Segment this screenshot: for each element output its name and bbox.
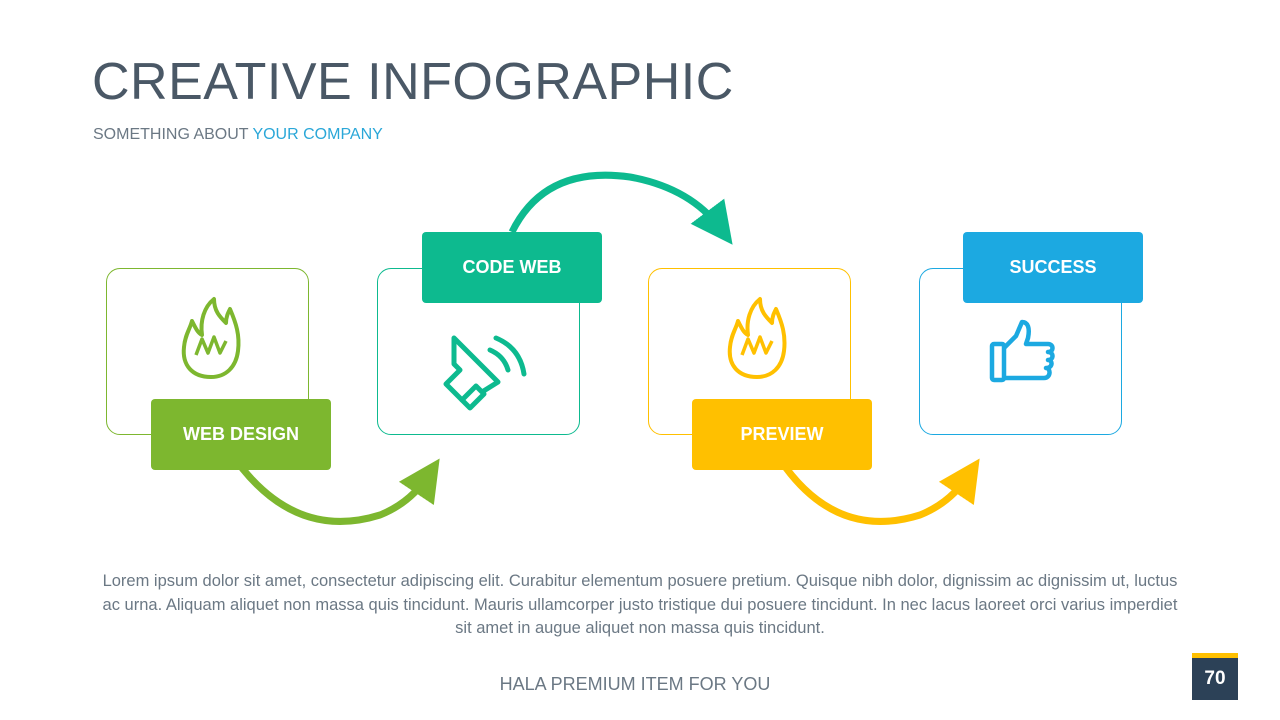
subtitle-highlight: YOUR COMPANY bbox=[252, 126, 383, 143]
page-number: 70 bbox=[1192, 658, 1238, 700]
step-label-web-design: WEB DESIGN bbox=[151, 399, 331, 470]
flame-icon bbox=[181, 297, 241, 379]
step-label-preview: PREVIEW bbox=[692, 399, 872, 470]
arrow-green bbox=[239, 458, 440, 525]
arrow-yellow bbox=[783, 458, 980, 525]
step-label-code-web: CODE WEB bbox=[422, 232, 602, 303]
speaker-icon bbox=[443, 335, 527, 411]
page-number-accent bbox=[1192, 653, 1238, 658]
footer-text: HALA PREMIUM ITEM FOR YOU bbox=[499, 674, 771, 694]
thumbs-up-icon bbox=[989, 319, 1055, 383]
body-text: Lorem ipsum dolor sit amet, consectetur … bbox=[102, 572, 1178, 637]
arrow-teal bbox=[508, 171, 733, 245]
flame-icon bbox=[727, 297, 787, 379]
step-label-success: SUCCESS bbox=[963, 232, 1143, 303]
subtitle: SOMETHING ABOUT YOUR COMPANY bbox=[93, 126, 383, 144]
subtitle-prefix: SOMETHING ABOUT bbox=[93, 126, 249, 143]
page-title: CREATIVE INFOGRAPHIC bbox=[92, 53, 734, 111]
